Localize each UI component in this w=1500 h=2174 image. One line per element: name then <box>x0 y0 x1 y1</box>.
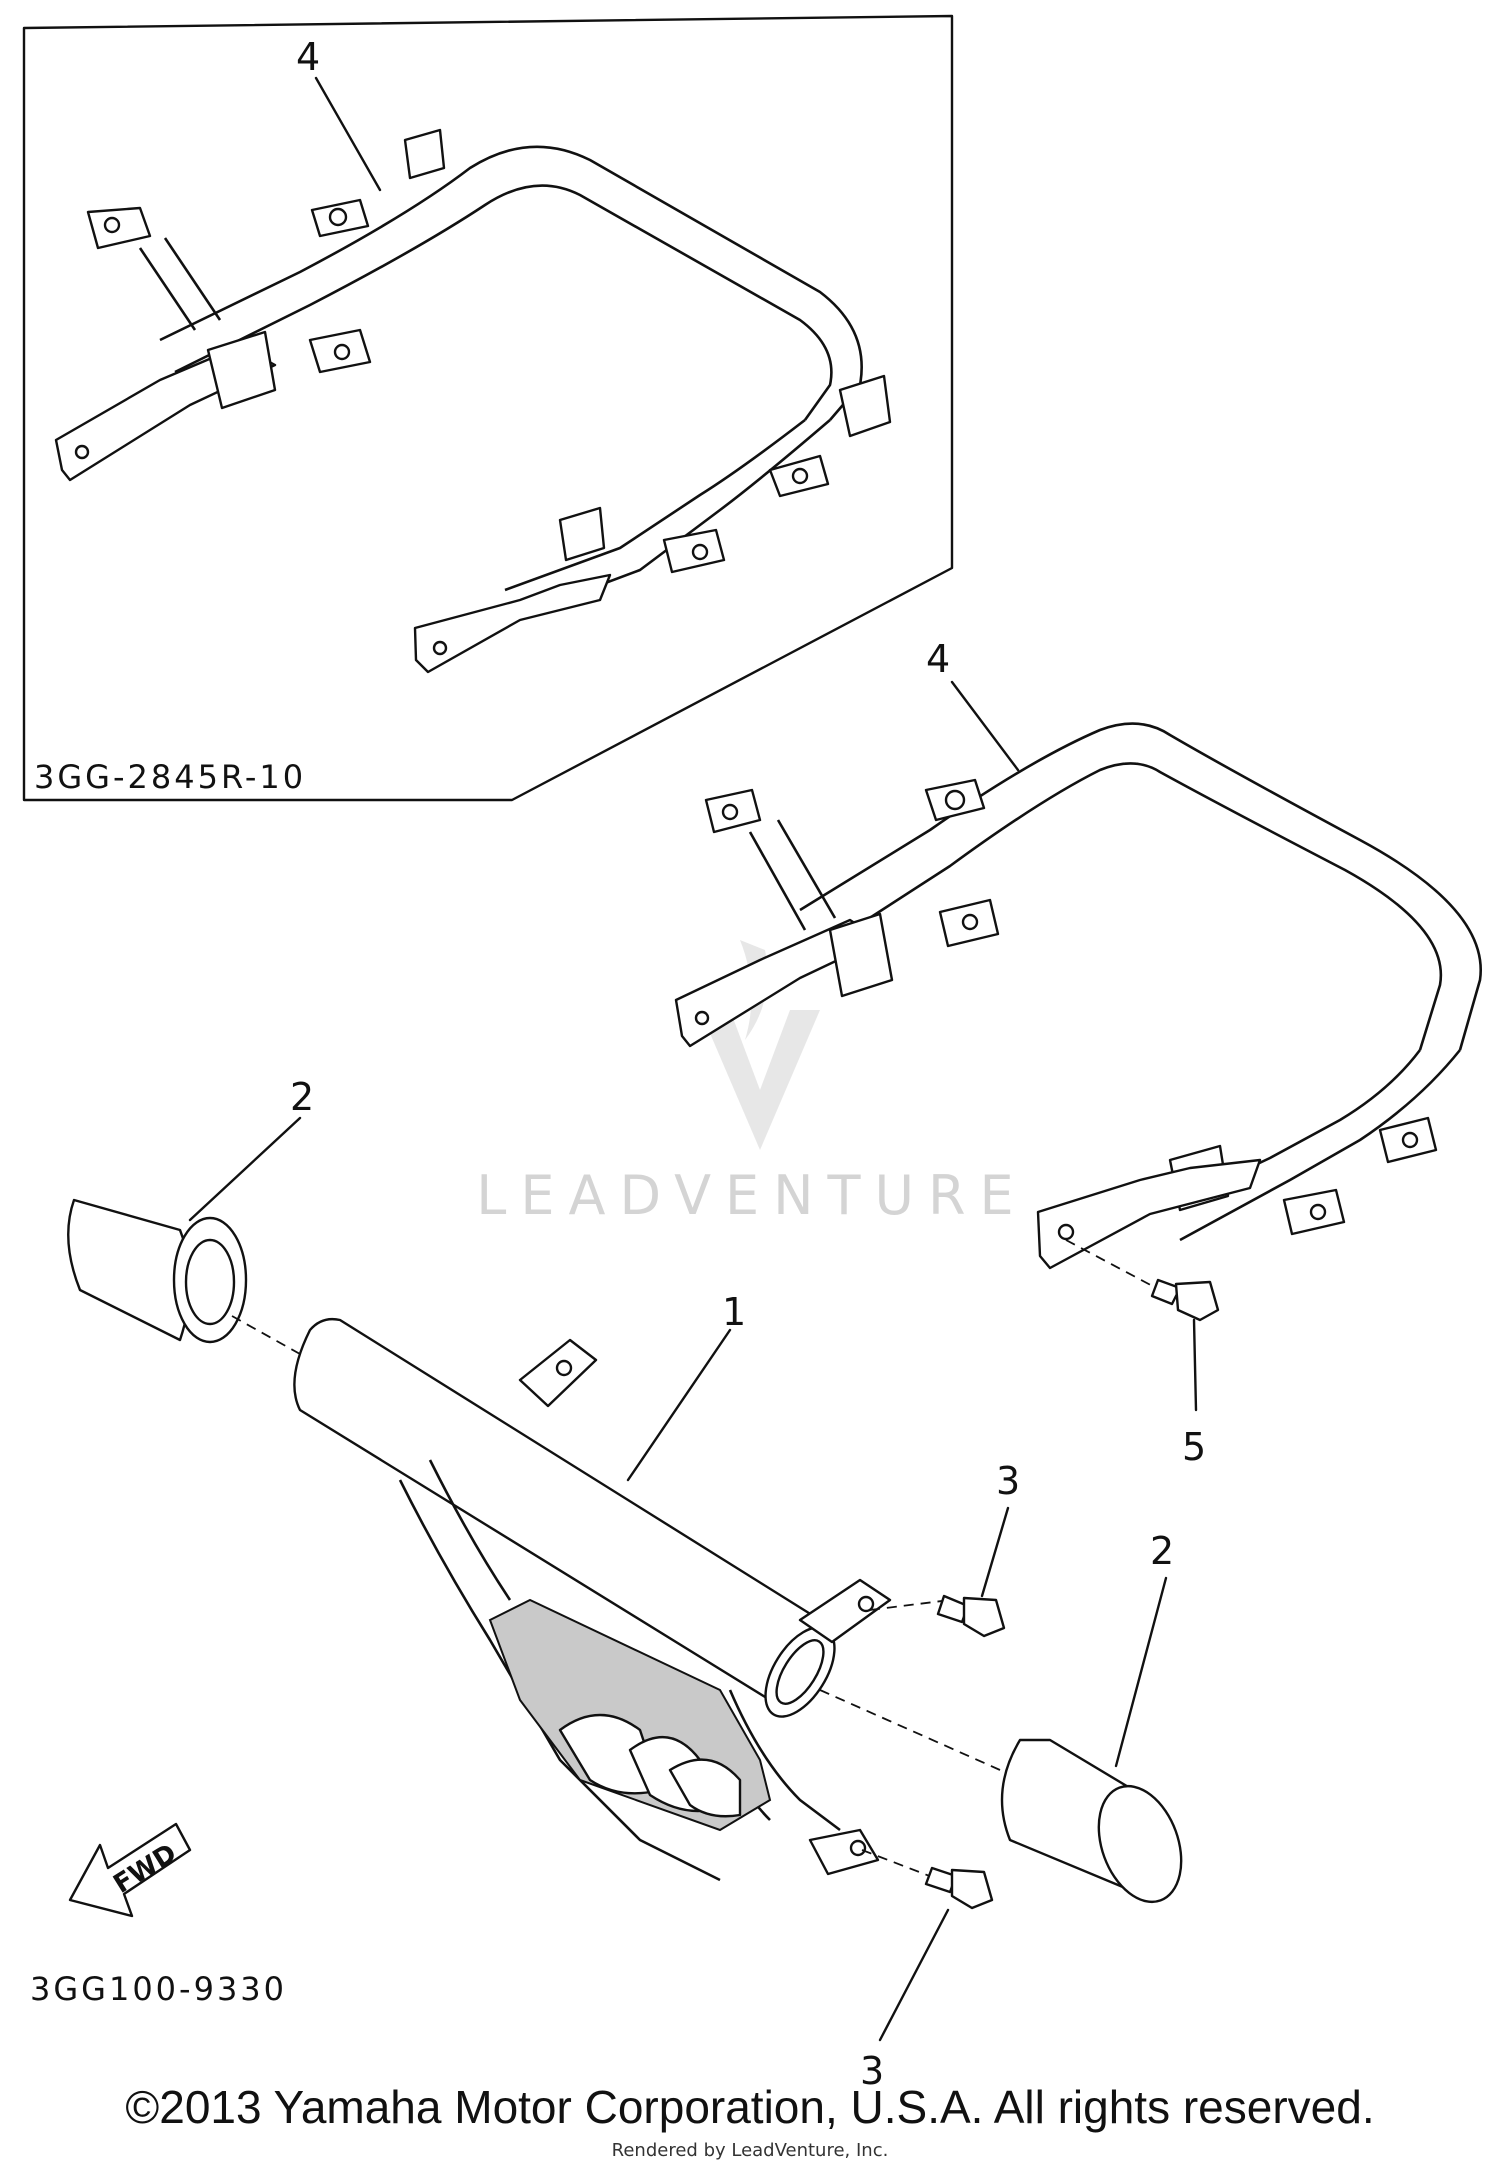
callout-inset-guard: 4 <box>296 35 320 79</box>
inset-guard-frame: 4 <box>54 35 892 674</box>
callout-bolt-guard: 5 <box>1182 1425 1206 1469</box>
callout-end-cap-right: 2 <box>1150 1529 1174 1573</box>
guard-frame: 4 <box>674 637 1483 1270</box>
bolt-3-upper: 3 <box>869 1459 1020 1638</box>
fwd-arrow-icon: FWD <box>68 1822 192 1918</box>
callout-main-bar: 1 <box>722 1290 746 1334</box>
main-bar: 1 <box>293 1290 892 1882</box>
callout-bolt-lower: 3 <box>860 2049 884 2093</box>
copyright-notice: ©2013 Yamaha Motor Corporation, U.S.A. A… <box>125 2081 1375 2133</box>
diagram-part-code: 3GG100-9330 <box>30 1970 287 2008</box>
watermark: LEADVENTURE <box>476 940 1027 1227</box>
inset-part-code: 3GG-2845R-10 <box>34 758 306 796</box>
callout-end-cap-left: 2 <box>290 1075 314 1119</box>
callout-guard-frame: 4 <box>926 637 950 681</box>
bolt-3-lower: 3 <box>860 1849 994 2093</box>
end-cap-left: 2 <box>67 1075 314 1355</box>
callout-bolt-upper: 3 <box>996 1459 1020 1503</box>
rendered-by-note: Rendered by LeadVenture, Inc. <box>611 2140 889 2161</box>
watermark-text: LEADVENTURE <box>476 1164 1027 1227</box>
bolt-5: 5 <box>1065 1239 1220 1469</box>
inset-box: 3GG-2845R-10 <box>22 14 954 802</box>
end-cap-right: 2 <box>819 1529 1183 1904</box>
